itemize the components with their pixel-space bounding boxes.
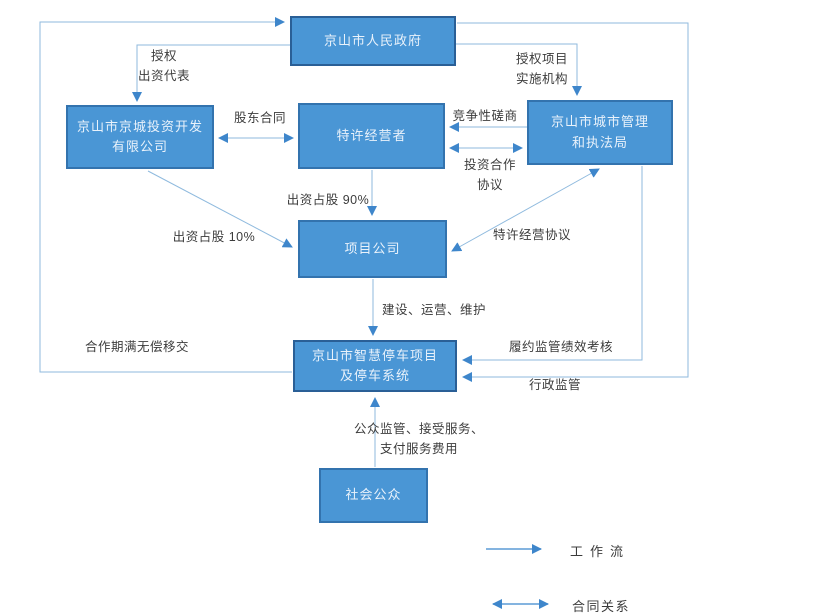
label-authorize-representative: 授权 出资代表	[137, 49, 190, 83]
label-investment-cooperation-agreement: 投资合作 协议	[463, 158, 516, 192]
node-project-company: 项目公司	[298, 220, 447, 278]
label-franchise-agreement: 特许经营协议	[492, 228, 571, 242]
label-competitive-negotiation: 竞争性磋商	[452, 109, 518, 123]
edge-gov-to-urban-bureau	[456, 43, 582, 96]
label-public-supervision: 公众监管、接受服务、 支付服务费用	[353, 422, 484, 456]
node-government: 京山市人民政府	[290, 16, 456, 66]
legend-contract-label: 合同关系	[572, 599, 631, 613]
edge-parking-to-gov-transfer	[39, 17, 292, 373]
node-concessionaire: 特许经营者	[298, 103, 445, 169]
label-authorize-agency: 授权项目 实施机构	[515, 52, 568, 86]
legend-workflow-label: 工作流	[570, 544, 631, 559]
label-build-operate-maintain: 建设、运营、维护	[381, 303, 486, 317]
node-parking-system: 京山市智慧停车项目 及停车系统	[293, 340, 457, 392]
edge-gov-to-parking-admin	[457, 22, 689, 382]
edge-franchise-agreement	[451, 168, 600, 252]
label-performance-supervision: 履约监管绩效考核	[508, 340, 613, 354]
label-shareholder-contract: 股东合同	[233, 111, 286, 125]
edge-urban-to-parking-supervision	[462, 166, 643, 365]
edge-gov-to-investment-company	[132, 44, 290, 102]
node-investment-company: 京山市京城投资开发 有限公司	[66, 105, 214, 169]
label-administrative-supervision: 行政监管	[528, 378, 581, 392]
node-urban-bureau: 京山市城市管理 和执法局	[527, 100, 673, 165]
edge-investment-to-project	[147, 170, 293, 248]
label-equity-10: 出资占股 10%	[172, 230, 256, 244]
node-public: 社会公众	[319, 468, 428, 523]
label-transfer-on-expiry: 合作期满无偿移交	[84, 340, 189, 354]
label-equity-90: 出资占股 90%	[286, 193, 370, 207]
